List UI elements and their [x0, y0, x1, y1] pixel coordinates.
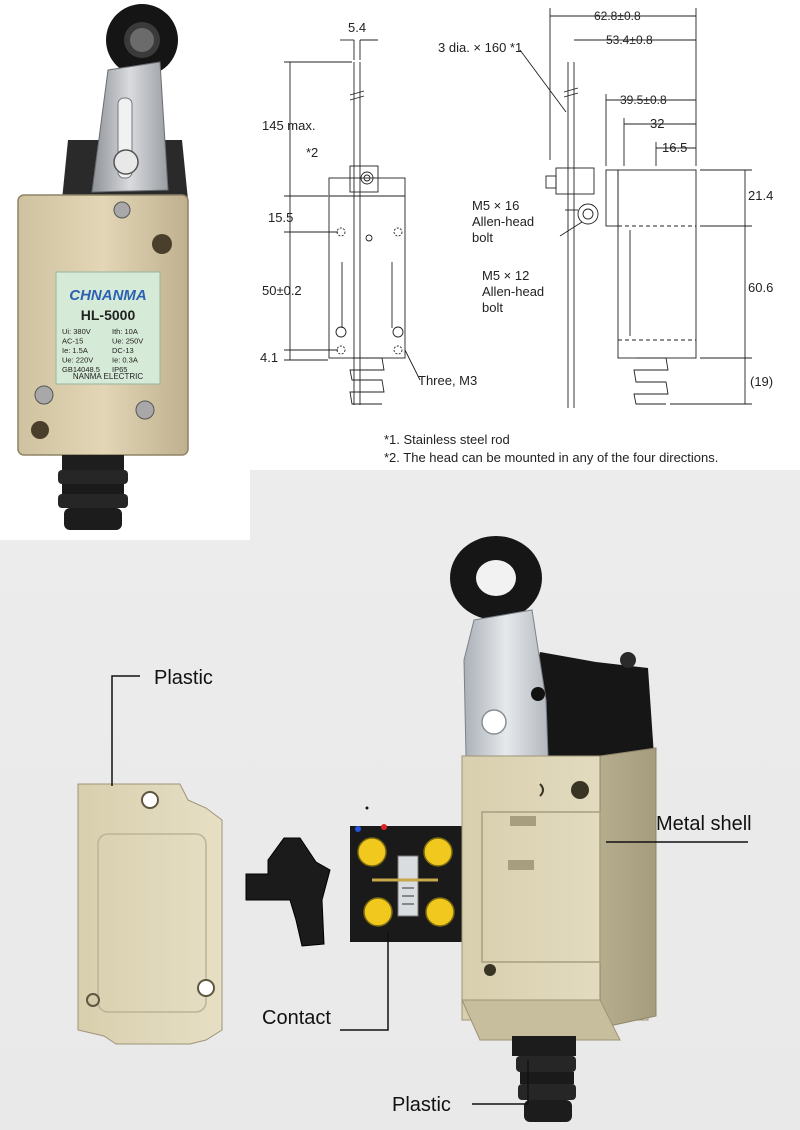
dim-4-1: 4.1 — [260, 350, 278, 365]
label-metal-shell: Metal shell — [656, 813, 752, 835]
dim-32: 32 — [650, 116, 664, 131]
metal-shell — [450, 536, 657, 1041]
contact-block — [350, 806, 462, 942]
label-plastic-bottom: Plastic — [392, 1094, 451, 1116]
brand-name: CHNANMA — [69, 287, 147, 304]
label-contact: Contact — [262, 1007, 331, 1029]
spec-line: Ue: 220V — [62, 356, 93, 365]
dim-15-5: 15.5 — [268, 210, 293, 225]
footnote-2: *2. The head can be mounted in any of th… — [384, 450, 718, 465]
spec-line: AC-15 — [62, 337, 83, 346]
maker-name: NANMA ELECTRIC — [73, 372, 143, 381]
cable-gland — [58, 455, 128, 530]
dim-16-5: 16.5 — [662, 140, 687, 155]
bolt-label-1-line-3: bolt — [472, 230, 493, 245]
dim-39-5: 39.5±0.8 — [620, 93, 667, 107]
bolt-label-1-line-2: Allen-head — [472, 214, 534, 229]
bolt-label-2-line-3: bolt — [482, 300, 503, 315]
spec-line: Ui: 380V — [62, 327, 91, 336]
dim-60-6: 60.6 — [748, 280, 773, 295]
bolt-label-2-line-1: M5 × 12 — [482, 268, 529, 283]
product-label — [55, 271, 161, 385]
dim-5-4: 5.4 — [348, 20, 366, 35]
plastic-cover — [77, 783, 223, 1045]
spec-line: DC-13 — [112, 346, 134, 355]
spec-line: IP65 — [112, 365, 127, 374]
bolt-label-1-line-1: M5 × 16 — [472, 198, 519, 213]
bolt-label-2-line-2: Allen-head — [482, 284, 544, 299]
dim-rod: 3 dia. × 160 *1 — [438, 40, 522, 55]
dimension-drawing: 5.4 145 max. *2 15.5 50±0.2 4.1 Three, M… — [250, 0, 800, 470]
dim-145-max: 145 max. — [262, 118, 315, 133]
spec-line: Ue: 250V — [112, 337, 143, 346]
actuator-piece — [245, 837, 331, 947]
dim-53-4: 53.4±0.8 — [606, 33, 653, 47]
model-name: HL-5000 — [81, 307, 136, 323]
spec-line: Ie: 0.3A — [112, 356, 138, 365]
dim-19: (19) — [750, 374, 773, 389]
roller-wheel — [106, 4, 178, 76]
spec-line: Ith: 10A — [112, 327, 138, 336]
dim-three-m3: Three, M3 — [418, 373, 477, 388]
dim-note-2: *2 — [306, 145, 318, 160]
dim-62-8: 62.8±0.8 — [594, 9, 641, 23]
lever-arm-3d — [463, 609, 549, 757]
roller-wheel-3d — [450, 536, 542, 620]
dim-50: 50±0.2 — [262, 283, 302, 298]
spec-line: GB14048.5 — [62, 365, 100, 374]
spec-line: Ie: 1.5A — [62, 346, 88, 355]
bottom-gland — [512, 1036, 576, 1122]
footnote-1: *1. Stainless steel rod — [384, 432, 510, 447]
label-plastic-cover: Plastic — [154, 667, 213, 689]
dim-21-4: 21.4 — [748, 188, 773, 203]
